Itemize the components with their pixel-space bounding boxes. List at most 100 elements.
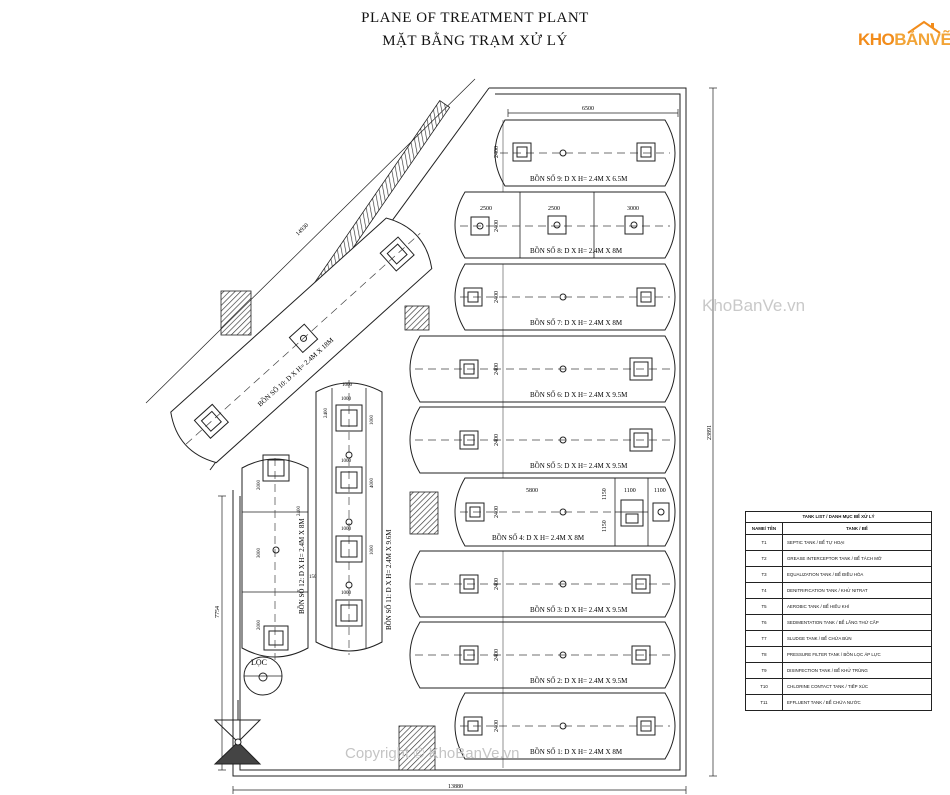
dim-bottom-width: 13880 <box>448 784 463 790</box>
tank-10: BỒN SỐ 10: D X H= 2.4M X 18M <box>170 217 433 464</box>
title-vietnamese: MẶT BẰNG TRẠM XỬ LÝ <box>382 33 568 49</box>
legend-col-tank: TANK / BỂ <box>846 526 868 531</box>
svg-text:1000: 1000 <box>341 591 352 596</box>
tank-11: 1000 1000 1000 1000 1000 2400 1000 4000 … <box>315 380 393 655</box>
svg-text:2400: 2400 <box>494 649 500 661</box>
legend-row: T3 EQUALIZATION TANK / BỂ ĐIỀU HÒA <box>746 567 931 583</box>
svg-text:2400: 2400 <box>494 363 500 375</box>
filter-label: LỌC <box>251 658 267 667</box>
svg-text:2500: 2500 <box>548 206 560 212</box>
logo-ban: BẢNVẼ <box>894 30 950 49</box>
hatched-block-small <box>220 290 252 336</box>
svg-text:1100: 1100 <box>654 488 666 494</box>
title-english: PLANE OF TREATMENT PLANT <box>361 10 589 26</box>
khobanve-logo: KHOBẢNVẼ <box>858 20 950 56</box>
legend-tank-name: SLUDGE TANK / BỂ CHỨA BÙN <box>787 636 852 641</box>
legend-row: T4 DENITRIFICATION TANK / KHỬ NITRAT <box>746 583 931 599</box>
svg-text:1100: 1100 <box>624 488 636 494</box>
legend-code: T10 <box>746 679 783 694</box>
svg-text:2400: 2400 <box>494 720 500 732</box>
hatched-block-2 <box>409 491 439 535</box>
tank-1-label: BỒN SỐ 1: D X H= 2.4M X 8M <box>530 748 623 756</box>
legend-code: T3 <box>746 567 783 582</box>
legend-tank-name: DISINFECTION TANK / BỂ KHỬ TRÙNG <box>787 668 868 673</box>
logo-text: KHOBẢNVẼ <box>858 30 950 50</box>
tank-6-label: BỒN SỐ 6: D X H= 2.4M X 9.5M <box>530 391 628 399</box>
house-roof-icon <box>907 20 941 34</box>
tank-2-label: BỒN SỐ 2: D X H= 2.4M X 9.5M <box>530 677 628 685</box>
filter-unit: LỌC <box>243 656 283 696</box>
dimension-lines <box>145 78 717 794</box>
tank-12-label: BỒN SỐ 12: D X H= 2.4M X 8M <box>298 518 306 614</box>
legend-code: T5 <box>746 599 783 614</box>
tank-3: 2400 BỒN SỐ 3: D X H= 2.4M X 9.5M <box>409 550 676 626</box>
legend-tank-name: AEROBIC TANK / BỂ HIẾU KHÍ <box>787 604 850 609</box>
legend-row: T5 AEROBIC TANK / BỂ HIẾU KHÍ <box>746 599 931 615</box>
legend-row: T10 CHLORINE CONTACT TANK / TIẾP XÚC <box>746 679 931 695</box>
svg-text:1000: 1000 <box>370 415 375 426</box>
svg-text:2400: 2400 <box>494 506 500 518</box>
legend-tank-name: EFFLUENT TANK / BỂ CHỨA NƯỚC <box>787 700 861 705</box>
tank-9-label: BỒN SỐ 9: D X H= 2.4M X 6.5M <box>530 175 628 183</box>
legend-tank-name: CHLORINE CONTACT TANK / TIẾP XÚC <box>787 684 868 689</box>
legend-row: T8 PRESSURE FILTER TANK / BỒN LỌC ÁP LỰC <box>746 647 931 663</box>
svg-text:2500: 2500 <box>480 206 492 212</box>
legend-code: T9 <box>746 663 783 678</box>
legend-col-name: NAME/ TÊN <box>746 523 783 534</box>
legend-title: TANK LIST / DANH MỤC BỂ XỬ LÝ <box>746 512 931 523</box>
legend-code: T11 <box>746 695 783 710</box>
svg-text:1000: 1000 <box>341 397 352 402</box>
legend-header: NAME/ TÊN TANK / BỂ <box>746 523 931 535</box>
tank-7: 2400 BỒN SỐ 7: D X H= 2.4M X 8M <box>454 263 676 340</box>
svg-text:1000: 1000 <box>342 383 353 388</box>
legend-row: T9 DISINFECTION TANK / BỂ KHỬ TRÙNG <box>746 663 931 679</box>
logo-kho: KHO <box>858 30 895 49</box>
svg-text:3000: 3000 <box>627 206 639 212</box>
svg-text:2400: 2400 <box>324 408 329 419</box>
tank-5: 2400 BỒN SỐ 5: D X H= 2.4M X 9.5M <box>409 406 676 482</box>
tank-list-legend: TANK LIST / DANH MỤC BỂ XỬ LÝ NAME/ TÊN … <box>745 511 932 711</box>
svg-text:2000: 2000 <box>257 620 262 631</box>
tank-4: 5800 1100 1100 1150 1150 2400 BỒN SỐ 4: … <box>454 477 676 547</box>
legend-tank-name: EQUALIZATION TANK / BỂ ĐIỀU HÒA <box>787 572 864 577</box>
legend-row: T11 EFFLUENT TANK / BỂ CHỨA NƯỚC <box>746 695 931 710</box>
tank-7-label: BỒN SỐ 7: D X H= 2.4M X 8M <box>530 319 623 327</box>
svg-text:1150: 1150 <box>602 520 608 532</box>
hatched-block-3 <box>398 725 436 771</box>
svg-text:4000: 4000 <box>370 478 375 489</box>
tank-3-label: BỒN SỐ 3: D X H= 2.4M X 9.5M <box>530 606 628 614</box>
legend-tank-name: SEDIMENTATION TANK / BỂ LẮNG THỨ CẤP <box>787 620 879 625</box>
dim-left-height: 7754 <box>215 606 221 618</box>
tank-8-label: BỒN SỐ 8: D X H= 2.4M X 8M <box>530 247 623 255</box>
legend-tank-name: SEPTIC TANK / BỂ TỰ HOẠI <box>787 540 845 545</box>
legend-code: T7 <box>746 631 783 646</box>
svg-text:2400: 2400 <box>297 506 302 517</box>
svg-text:3000: 3000 <box>257 548 262 559</box>
legend-row: T6 SEDIMENTATION TANK / BỂ LẮNG THỨ CẤP <box>746 615 931 631</box>
watermark-side: KhoBanVe.vn <box>702 296 806 315</box>
legend-tank-name: DENITRIFICATION TANK / KHỬ NITRAT <box>787 588 868 593</box>
svg-text:2400: 2400 <box>494 578 500 590</box>
legend-code: T2 <box>746 551 783 566</box>
svg-text:1150: 1150 <box>602 488 608 500</box>
legend-code: T8 <box>746 647 783 662</box>
svg-text:150: 150 <box>309 575 317 580</box>
legend-tank-name: PRESSURE FILTER TANK / BỒN LỌC ÁP LỰC <box>787 652 881 657</box>
svg-text:1000: 1000 <box>341 527 352 532</box>
tank-6: 2400 BỒN SỐ 6: D X H= 2.4M X 9.5M <box>409 335 676 412</box>
svg-text:5800: 5800 <box>526 488 538 494</box>
tank-4-label: BỒN SỐ 4: D X H= 2.4M X 8M <box>492 534 585 542</box>
dim-diagonal: 14930 <box>295 223 310 238</box>
tank-8: 2500 2500 3000 2400 BỒN SỐ 8: D X H= 2.4… <box>454 191 676 259</box>
svg-text:2400: 2400 <box>494 146 500 158</box>
tank-5-label: BỒN SỐ 5: D X H= 2.4M X 9.5M <box>530 462 628 470</box>
legend-tank-name: GREASE INTERCEPTOR TANK / BỂ TÁCH MỠ <box>787 556 882 561</box>
tank-1: 2400 BỒN SỐ 1: D X H= 2.4M X 8M <box>454 692 676 768</box>
tank-2: 2400 BỒN SỐ 2: D X H= 2.4M X 9.5M <box>409 621 676 697</box>
tank-11-label: BỒN SỐ 11: D X H= 2.4M X 9.6M <box>385 529 393 630</box>
legend-code: T4 <box>746 583 783 598</box>
svg-text:2000: 2000 <box>257 480 262 491</box>
svg-text:2400: 2400 <box>494 434 500 446</box>
legend-code: T6 <box>746 615 783 630</box>
